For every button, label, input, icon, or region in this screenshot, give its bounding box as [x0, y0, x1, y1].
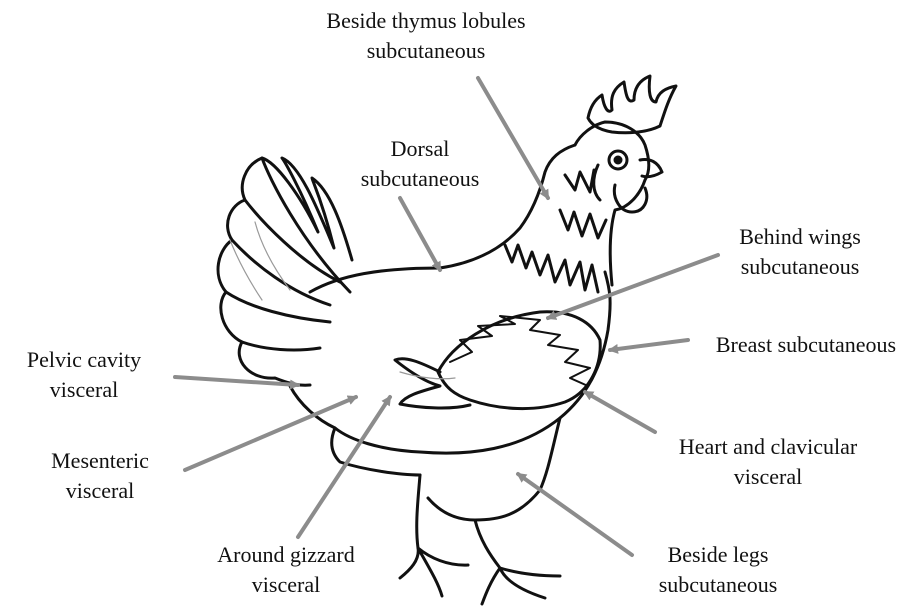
- label-gizzard: Around gizzard visceral: [196, 540, 376, 600]
- arrow-wings: [548, 255, 718, 318]
- neck: [575, 122, 649, 285]
- label-wings: Behind wings subcutaneous: [710, 222, 890, 282]
- tail-feathers: [262, 158, 352, 292]
- arrow-dorsal: [400, 198, 440, 270]
- label-mesenteric: Mesenteric visceral: [20, 446, 180, 506]
- arrow-legs: [518, 474, 632, 555]
- legs: [400, 475, 468, 596]
- label-breast: Breast subcutaneous: [694, 330, 918, 360]
- label-thymus: Beside thymus lobules subcutaneous: [286, 6, 566, 66]
- arrow-heart: [585, 392, 655, 432]
- label-legs: Beside legs subcutaneous: [630, 540, 806, 600]
- wing: [438, 312, 600, 409]
- arrow-breast: [610, 340, 688, 350]
- label-heart: Heart and clavicular visceral: [648, 432, 888, 492]
- arrow-mesenteric: [185, 397, 356, 470]
- label-dorsal: Dorsal subcutaneous: [340, 134, 500, 194]
- beak: [640, 160, 662, 177]
- label-pelvic: Pelvic cavity visceral: [4, 345, 164, 405]
